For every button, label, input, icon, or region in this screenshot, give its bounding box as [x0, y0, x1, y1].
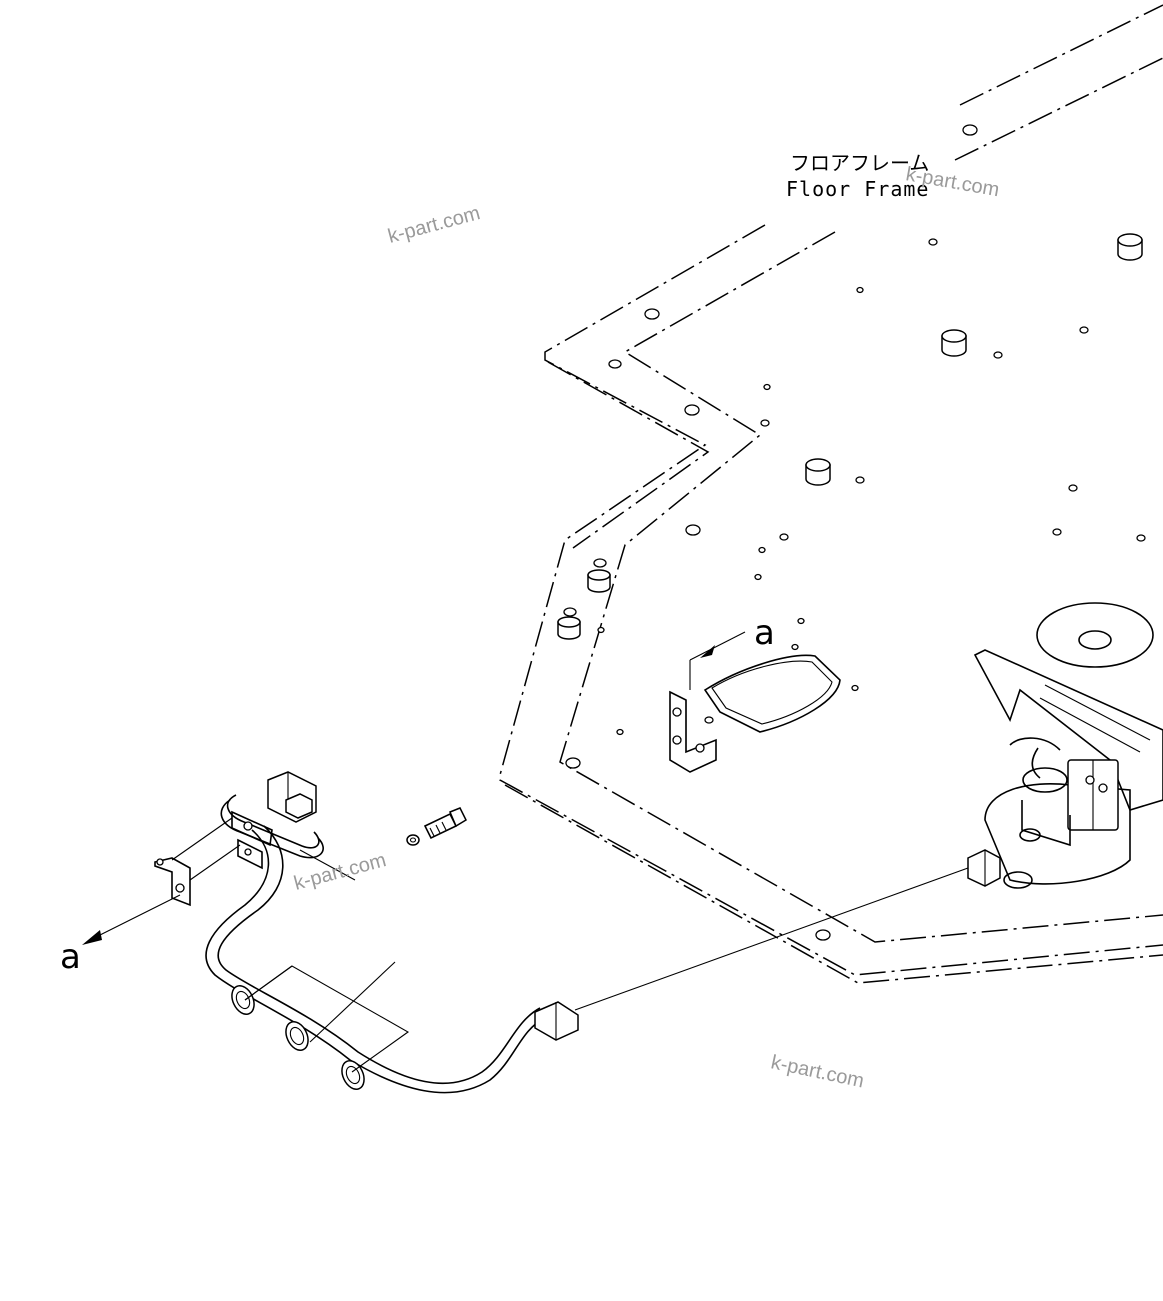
- watermarks: k-part.com k-part.com k-part.com k-part.…: [292, 163, 1001, 1092]
- floor-frame-label-en: Floor Frame: [786, 177, 929, 201]
- bracket-mounted: [669, 631, 746, 773]
- round-plate: [1036, 602, 1154, 668]
- watermark: k-part.com: [386, 202, 483, 248]
- harness-clamps: [231, 985, 365, 1090]
- watermark: k-part.com: [769, 1051, 866, 1092]
- clamp-leader: [244, 961, 410, 1073]
- frame-holes: [563, 124, 1146, 941]
- pedal-assembly: [973, 649, 1163, 889]
- connector-right: [967, 849, 1001, 887]
- bracket-assembly-left: [82, 771, 356, 945]
- frame-bosses: [557, 233, 1143, 640]
- callout-a-lower: a: [60, 937, 81, 977]
- floor-frame-label-jp: フロアフレーム: [790, 151, 929, 175]
- inline-connector: [534, 1001, 579, 1041]
- callout-a-upper: a: [754, 613, 775, 653]
- floor-frame-outline: [499, 4, 1163, 984]
- watermark: k-part.com: [292, 849, 389, 895]
- floor-frame-label: フロアフレーム Floor Frame: [786, 151, 929, 201]
- bolt-and-washer: [406, 807, 467, 846]
- floor-opening: [703, 654, 841, 733]
- wire-harness: [205, 825, 969, 1094]
